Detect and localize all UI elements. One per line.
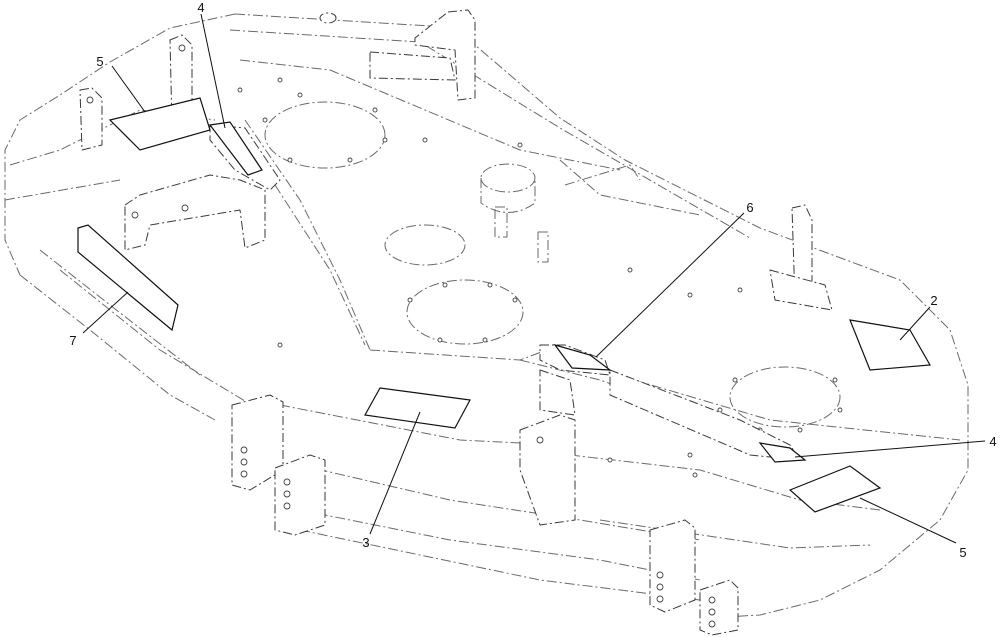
left-bracket <box>79 87 103 151</box>
leader-4b <box>794 440 986 458</box>
spindle-openings <box>264 101 841 428</box>
rear-center-bracket <box>414 9 476 101</box>
decal-4-left <box>208 121 263 176</box>
right-pivot-arm <box>609 369 801 461</box>
callout-4-right: 4 <box>989 434 996 449</box>
leader-3 <box>369 411 421 535</box>
callout-labels: 4 5 6 2 7 4 3 5 <box>69 0 996 560</box>
callout-3: 3 <box>362 535 369 550</box>
decals <box>77 97 931 513</box>
leader-4a <box>200 13 226 129</box>
spindle-opening-left <box>264 101 386 169</box>
leader-5a <box>111 65 146 113</box>
decal-6-idler <box>553 343 612 371</box>
decal-2-right <box>849 319 931 371</box>
callout-5-rear: 5 <box>96 54 103 69</box>
callout-4-left: 4 <box>197 0 204 15</box>
decal-5-front <box>788 465 882 513</box>
leader-6 <box>595 212 745 358</box>
callout-7: 7 <box>69 333 76 348</box>
callout-6: 6 <box>746 200 753 215</box>
spindle-opening-right <box>729 366 841 428</box>
decal-3-front <box>364 387 471 429</box>
decal-5-rear <box>108 97 211 151</box>
idler-plate <box>384 224 466 266</box>
callout-5-front: 5 <box>959 545 966 560</box>
deck-vent-cap <box>319 12 337 24</box>
pulley-top <box>480 163 536 193</box>
front-left-inner-mount <box>274 454 326 536</box>
left-pivot-bracket <box>124 174 266 251</box>
mounting-holes <box>227 77 843 478</box>
spindle-opening-center <box>406 279 524 345</box>
leader-lines <box>82 13 986 544</box>
leader-2 <box>899 306 931 341</box>
callout-2: 2 <box>930 293 937 308</box>
brackets <box>79 9 833 636</box>
decal-7-side <box>77 224 179 332</box>
leader-7 <box>82 291 129 334</box>
center-front-bracket <box>519 414 576 526</box>
front-right-inner-mount <box>699 579 739 636</box>
leader-5b <box>859 497 957 544</box>
decal-4-right <box>758 442 807 463</box>
deck-top-plate <box>4 13 969 619</box>
